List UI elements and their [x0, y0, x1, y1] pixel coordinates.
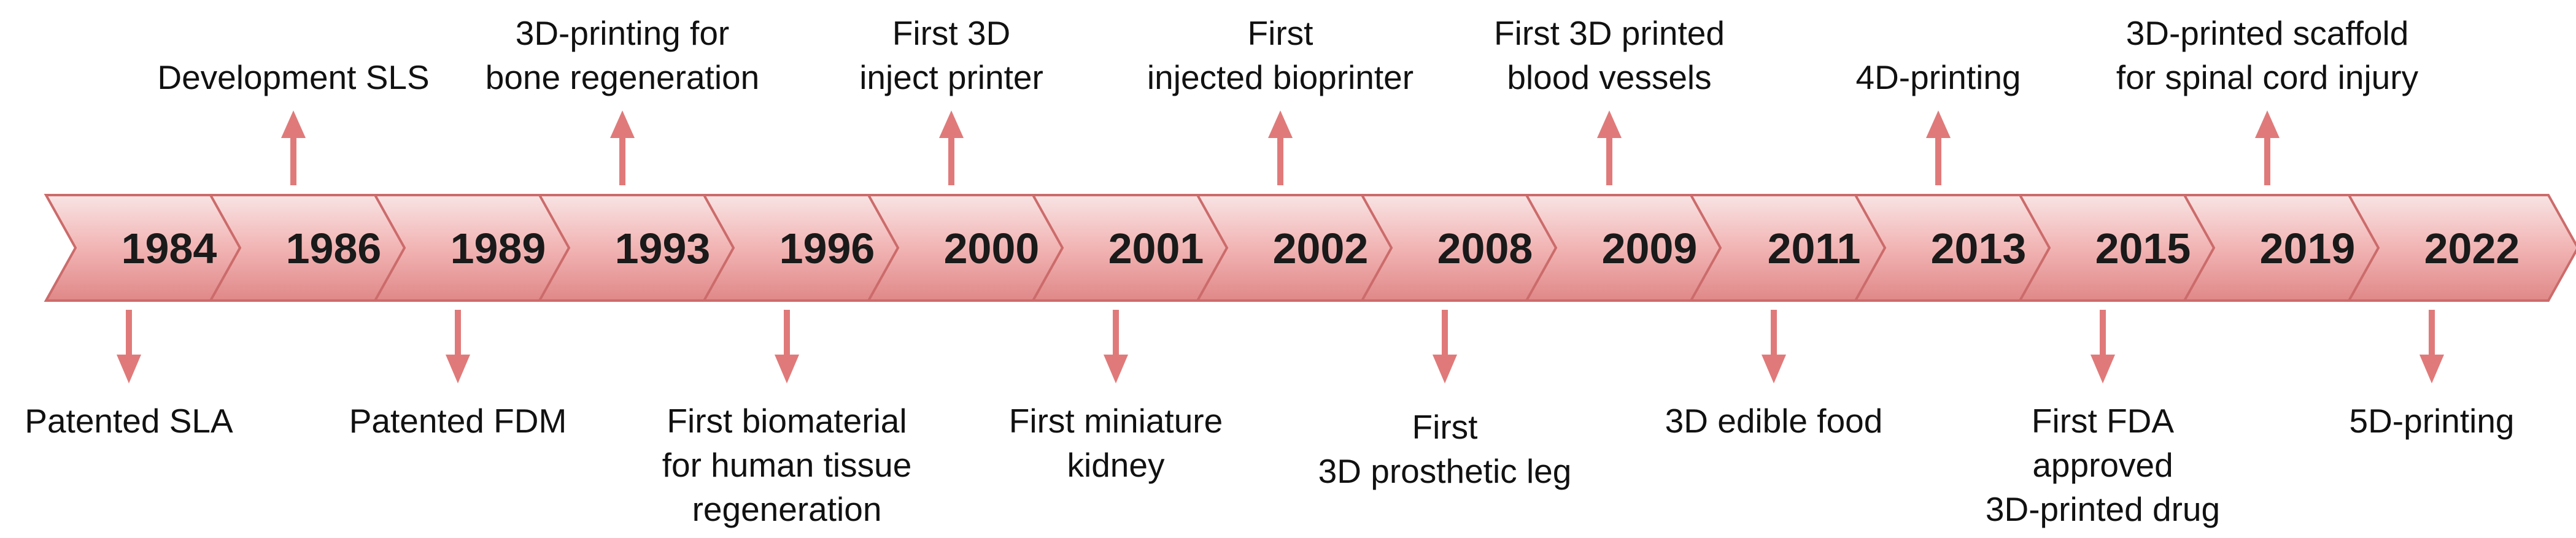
- event-label: Development SLS: [157, 58, 429, 96]
- year-label: 1996: [779, 225, 875, 272]
- down-arrow: [2419, 310, 2444, 383]
- chevron-row: 1984 1986 1989 1993 1996 2000 2001 2002 2008 2009…: [44, 194, 2576, 302]
- up-arrow: [2255, 110, 2280, 185]
- event-label: Patented FDM: [349, 402, 567, 440]
- down-arrow: [775, 310, 799, 383]
- year-label: 2008: [1437, 225, 1533, 272]
- year-label: 2022: [2424, 225, 2520, 272]
- down-arrow: [117, 310, 141, 383]
- up-arrow: [1268, 110, 1293, 185]
- event-label: 5D-printing: [2349, 402, 2514, 440]
- year-label: 2019: [2260, 225, 2356, 272]
- down-arrow: [446, 310, 470, 383]
- up-arrow: [281, 110, 306, 185]
- down-arrow: [1104, 310, 1128, 383]
- year-label: 1993: [615, 225, 711, 272]
- up-arrow: [939, 110, 964, 185]
- year-label: 2013: [1931, 225, 2027, 272]
- event-label: Patented SLA: [25, 402, 233, 440]
- year-label: 1989: [451, 225, 546, 272]
- year-label: 2011: [1768, 225, 1861, 272]
- year-label: 2002: [1273, 225, 1369, 272]
- year-label: 1986: [286, 225, 382, 272]
- down-arrow: [1433, 310, 1457, 383]
- year-label: 2001: [1108, 225, 1204, 272]
- down-arrow: [1762, 310, 1786, 383]
- connector-arrows: [117, 110, 2444, 383]
- year-label: 1984: [122, 225, 217, 272]
- up-arrow: [1597, 110, 1622, 185]
- year-label: 2015: [2095, 225, 2191, 272]
- year-chevron: [2346, 194, 2576, 302]
- event-labels: Patented SLA Development SLS Patented FDM 3…: [25, 14, 2514, 528]
- year-label: 2000: [944, 225, 1040, 272]
- down-arrow: [2091, 310, 2115, 383]
- up-arrow: [1926, 110, 1951, 185]
- up-arrow: [610, 110, 635, 185]
- event-label: 4D-printing: [1855, 58, 2021, 96]
- event-label: 3D edible food: [1665, 402, 1883, 440]
- year-label: 2009: [1602, 225, 1698, 272]
